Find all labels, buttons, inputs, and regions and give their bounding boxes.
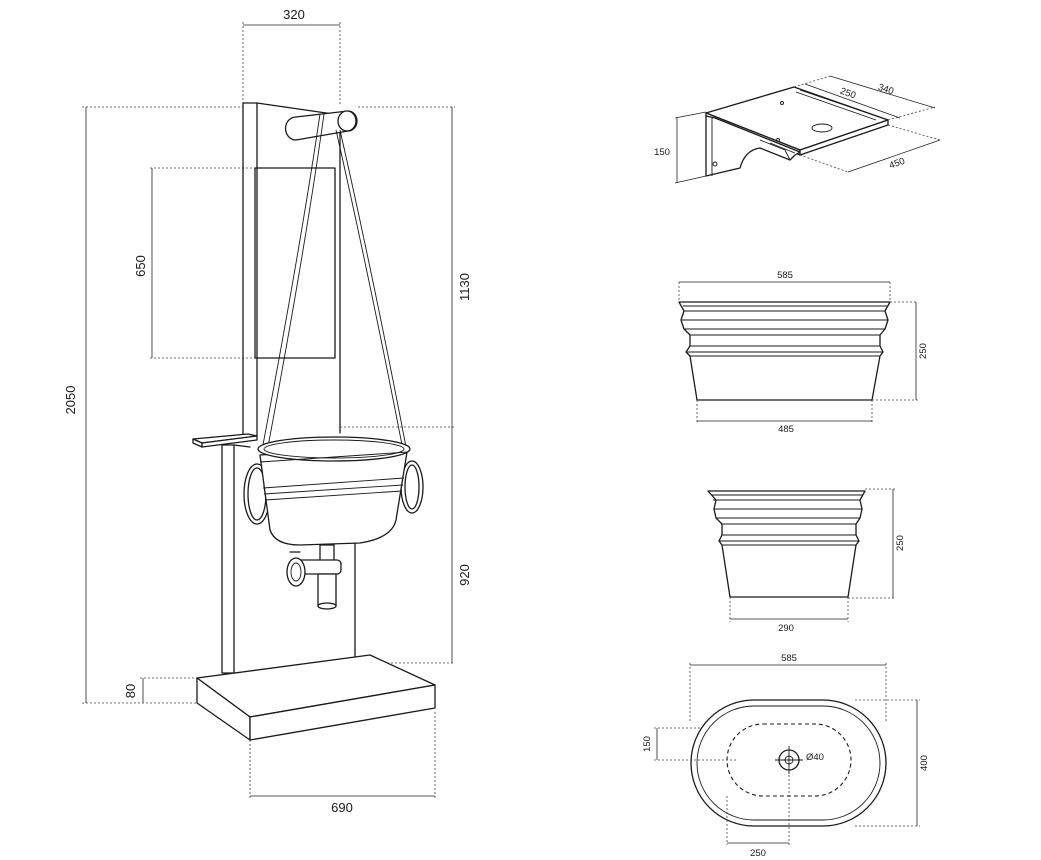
dim-top-view-depth-label: 400 (919, 755, 930, 771)
dim-front-top-width-label: 585 (777, 270, 793, 281)
main-assembly-view: 320 2050 650 1130 920 (63, 7, 472, 815)
dim-top-view-drain-offset: 250 (726, 775, 790, 859)
dim-bracket-width-a-label: 250 (839, 86, 858, 102)
dim-top-view-width: 585 (689, 653, 887, 722)
dim-mirror-height: 650 (133, 167, 255, 359)
dim-side-height: 250 (848, 488, 906, 599)
dim-upper-height-label: 1130 (457, 273, 472, 301)
dim-base-width: 690 (249, 712, 436, 815)
dim-top-view-depth: 400 (855, 699, 930, 827)
shelf (192, 433, 258, 448)
dim-top-width: 320 (242, 7, 341, 105)
basin-side-view: 250 290 (707, 488, 906, 634)
dim-side-bottom-width: 290 (729, 597, 849, 634)
dim-bracket-widths: 250 340 450 (793, 75, 941, 173)
dim-bracket-width-b-label: 340 (877, 82, 895, 97)
dim-top-view-offset: 150 (642, 727, 738, 761)
dim-bracket-height-label: 150 (654, 147, 670, 158)
dim-total-height: 2050 (63, 106, 243, 704)
drain-trap (286, 544, 342, 610)
dim-top-view-drain-offset-label: 250 (750, 848, 766, 859)
dim-bracket-height: 150 (654, 111, 707, 184)
drain-diameter-label: Ø40 (806, 752, 824, 763)
dim-side-bottom-width-label: 290 (778, 623, 794, 634)
hanging-basin (243, 436, 424, 546)
dim-front-height-label: 250 (918, 343, 929, 359)
dim-front-height: 250 (872, 301, 929, 401)
mirror (254, 167, 336, 359)
dim-bracket-depth-label: 450 (888, 156, 907, 172)
dim-top-width-label: 320 (283, 7, 305, 22)
dim-top-view-width-label: 585 (781, 653, 797, 664)
dim-base-height: 80 (123, 677, 197, 703)
dim-base-height-label: 80 (123, 684, 138, 698)
dim-top-view-offset-label: 150 (642, 736, 653, 752)
dim-mirror-height-label: 650 (133, 255, 148, 277)
dim-front-top-width: 585 (678, 270, 891, 302)
back-panel (242, 102, 341, 437)
dim-right-heights: 1130 920 (340, 106, 472, 664)
hanging-bar (284, 110, 358, 141)
dim-total-height-label: 2050 (63, 386, 78, 415)
hanging-wires (261, 113, 408, 453)
dim-side-height-label: 250 (895, 535, 906, 551)
dim-front-bottom-width-label: 485 (778, 424, 794, 435)
dim-base-width-label: 690 (331, 800, 353, 815)
bracket-view: 150 250 340 450 (654, 75, 941, 184)
base-plinth (196, 654, 436, 741)
basin-front-view: 585 250 485 (678, 270, 929, 435)
basin-top-view: 585 Ø40 400 150 250 (642, 653, 930, 859)
dim-lower-height-label: 920 (457, 564, 472, 586)
dim-front-bottom-width: 485 (696, 400, 873, 435)
